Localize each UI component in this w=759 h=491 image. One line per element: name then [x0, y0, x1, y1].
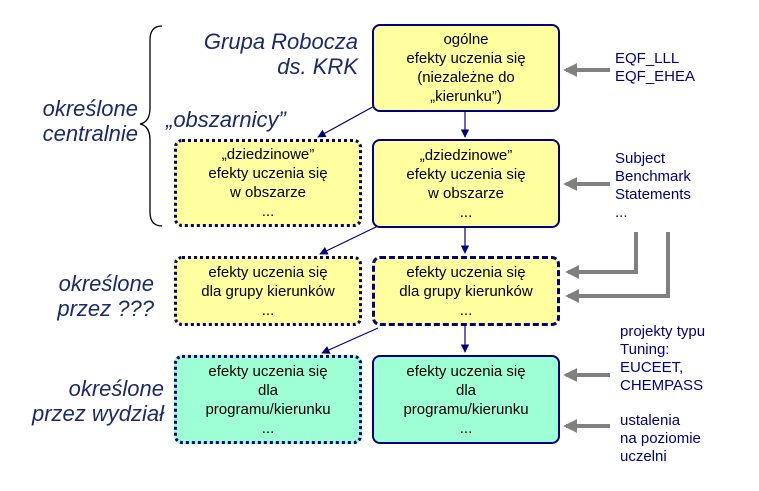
box-program-left-text: efekty uczenia się dla programu/kierunku…: [205, 362, 331, 437]
box-ogolne-efekty: ogólne efekty uczenia się (niezależne do…: [372, 24, 560, 112]
source-projekty-tuning: projekty typu Tuning: EUCEET, CHEMPASS: [620, 323, 706, 394]
box-ogolne-text: ogólne efekty uczenia się (niezależne do…: [406, 31, 526, 105]
curly-brace: [139, 25, 163, 227]
box-grupa-kierunkow-left: efekty uczenia się dla grupy kierunków .…: [174, 256, 362, 326]
label-okreslone-centralnie: określone centralnie: [42, 96, 138, 146]
box-dziedzinowe-right-text: „dziedzinowe” efekty uczenia się w obsza…: [406, 146, 526, 221]
label-okreslone-przez-wydzial: określone przez wydział: [31, 376, 164, 426]
box-grupa-left-text: efekty uczenia się dla grupy kierunków .…: [201, 263, 335, 319]
box-program-kierunku-right: efekty uczenia się dla programu/kierunku…: [372, 355, 560, 444]
box-grupa-right-text: efekty uczenia się dla grupy kierunków .…: [399, 263, 533, 319]
arrow-ogolne-to-dziedzinowe-left: [317, 103, 379, 138]
box-program-kierunku-left: efekty uczenia się dla programu/kierunku…: [174, 355, 362, 444]
source-ustalenia-uczelni: ustalenia na poziomie uczelni: [620, 412, 701, 465]
box-dziedzinowe-left-text: „dziedzinowe” efekty uczenia się w obsza…: [208, 146, 328, 220]
box-dziedzinowe-left: „dziedzinowe” efekty uczenia się w obsza…: [174, 139, 362, 227]
arrow-grupa-to-program-left: [321, 327, 379, 354]
source-subject-benchmark: Subject Benchmark Statements ...: [615, 150, 691, 221]
box-grupa-kierunkow-right: efekty uczenia się dla grupy kierunków .…: [372, 256, 560, 326]
label-grupa-robocza: Grupa Robocza ds. KRK: [203, 29, 358, 79]
gray-input-arrows: [563, 63, 670, 433]
box-program-right-text: efekty uczenia się dla programu/kierunku…: [403, 362, 529, 437]
label-obszarnicy: „obszarnicy”: [166, 107, 286, 132]
source-eqf: EQF_LLL EQF_EHEA: [615, 50, 696, 85]
box-dziedzinowe-right: „dziedzinowe” efekty uczenia się w obsza…: [372, 139, 560, 228]
arrow-dziedzinowe-to-grupa-left: [319, 225, 379, 255]
label-okreslone-przez-qqq: określone przez ???: [57, 271, 154, 321]
